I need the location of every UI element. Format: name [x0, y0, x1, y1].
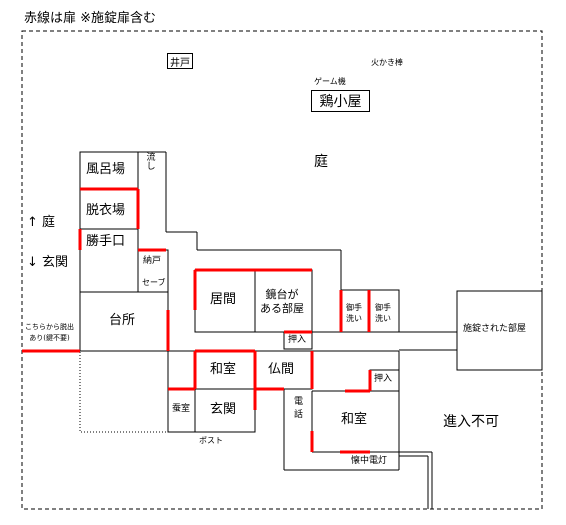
garden-label: 庭 [314, 154, 328, 170]
closet-right-label: 押入 [374, 374, 393, 384]
bath-label: 風呂場 [86, 162, 126, 177]
tatami-lower-label: 和室 [341, 412, 368, 427]
phone-room-label: 蚕室 [172, 404, 191, 414]
well-label: 井戸 [170, 57, 190, 69]
route-note-label: こちらから脱出 あり(鍵不要) [25, 323, 74, 342]
buddha-room-label: 仏間 [268, 362, 295, 377]
changing-room-label: 脱衣場 [86, 203, 126, 218]
kitchen-label: 台所 [109, 313, 136, 328]
mailbox-label: ポスト [199, 436, 223, 445]
garden-arrow-label: ↑ 庭 [27, 215, 56, 230]
sink-label: 流し [146, 153, 156, 172]
fire-warning-label: 火かき棒 [371, 58, 403, 67]
chicken-coop-label: 鶏小屋 [319, 94, 362, 110]
legend-text: 赤線は扉 ※施錠扉含む [24, 11, 157, 26]
game-console-label: ゲーム機 [314, 77, 346, 86]
well-box: 井戸 [167, 53, 193, 69]
mirror-room-label: 鏡台が ある部屋 [260, 288, 304, 315]
living-label: 居間 [210, 292, 237, 307]
closet-upper-label: 押入 [288, 335, 307, 345]
phone-label: 電 話 [294, 397, 304, 420]
entrance-arrow-label: ↓ 玄関 [27, 255, 69, 270]
property-boundary [21, 30, 543, 510]
storage-label: 納戸 [143, 256, 162, 266]
chicken-coop-box[interactable]: 鶏小屋 [311, 90, 370, 112]
no-entry-label: 進入不可 [443, 414, 499, 430]
safe-label[interactable]: セーブ [142, 278, 166, 287]
entrance-label: 玄関 [210, 402, 237, 417]
locked-room-label: 施錠された部屋 [463, 324, 527, 334]
tatami-upper-label: 和室 [210, 362, 237, 377]
doors [22, 187, 372, 454]
toilet-right-label: 御手 洗い [375, 303, 391, 323]
back-door-label: 勝手口 [86, 234, 126, 249]
flashlight-label[interactable]: 懐中電灯 [351, 456, 388, 466]
toilet-left-label: 御手 洗い [346, 303, 362, 323]
dotted-area [79, 350, 169, 433]
